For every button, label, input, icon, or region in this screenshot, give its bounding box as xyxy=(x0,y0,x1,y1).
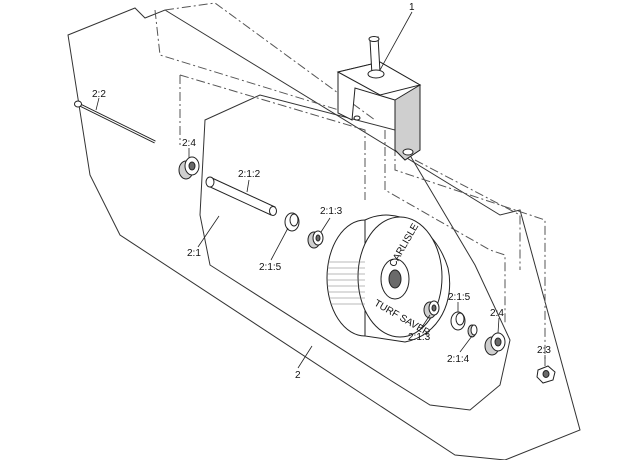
assembly-2-1-outline xyxy=(199,94,511,411)
callout-2-1-5-left: 2:1:5 xyxy=(259,262,282,273)
axle-bolt xyxy=(74,100,156,144)
construction-line-b xyxy=(164,2,376,121)
bearing-cup-right xyxy=(450,311,466,331)
bearing-cone-left xyxy=(307,230,324,249)
callout-2-1-3-top: 2:1:3 xyxy=(320,206,343,217)
construction-line-c xyxy=(179,74,366,200)
callout-2-2: 2:2 xyxy=(92,89,106,100)
axle-tube xyxy=(205,176,277,216)
caster-fork xyxy=(336,36,422,161)
callout-2-1: 2:1 xyxy=(187,248,201,259)
callout-2-3: 2:3 xyxy=(537,345,551,356)
spacer-right xyxy=(484,332,506,356)
callout-2-1-3-bottom: 2:1:3 xyxy=(408,332,431,343)
bearing-cup-left xyxy=(284,212,300,232)
lock-nut xyxy=(536,365,556,384)
wheel-tire: CARLISLE TURF SAVER xyxy=(326,214,451,343)
construction-line-g xyxy=(414,159,521,270)
assembly-2-outline xyxy=(67,7,581,460)
grease-seal xyxy=(467,324,478,338)
callout-2-1-5-right: 2:1:5 xyxy=(448,292,471,303)
callout-2-1-2: 2:1:2 xyxy=(238,169,261,180)
leader-lines xyxy=(95,11,546,369)
construction-line-a xyxy=(154,9,356,116)
callout-2-4-left: 2:4 xyxy=(182,138,196,149)
spacer-left xyxy=(178,156,200,180)
callout-2-1-4: 2:1:4 xyxy=(447,354,470,365)
construction-line-e xyxy=(384,130,506,325)
callout-labels: 1 2 2:1 2:1:2 2:1:3 2:1:3 2:1:4 2:1:5 2:… xyxy=(92,2,551,381)
callout-2-4-right: 2:4 xyxy=(490,308,504,319)
callout-1: 1 xyxy=(409,2,415,13)
callout-2: 2 xyxy=(295,370,301,381)
bearing-cone-right xyxy=(423,300,440,319)
